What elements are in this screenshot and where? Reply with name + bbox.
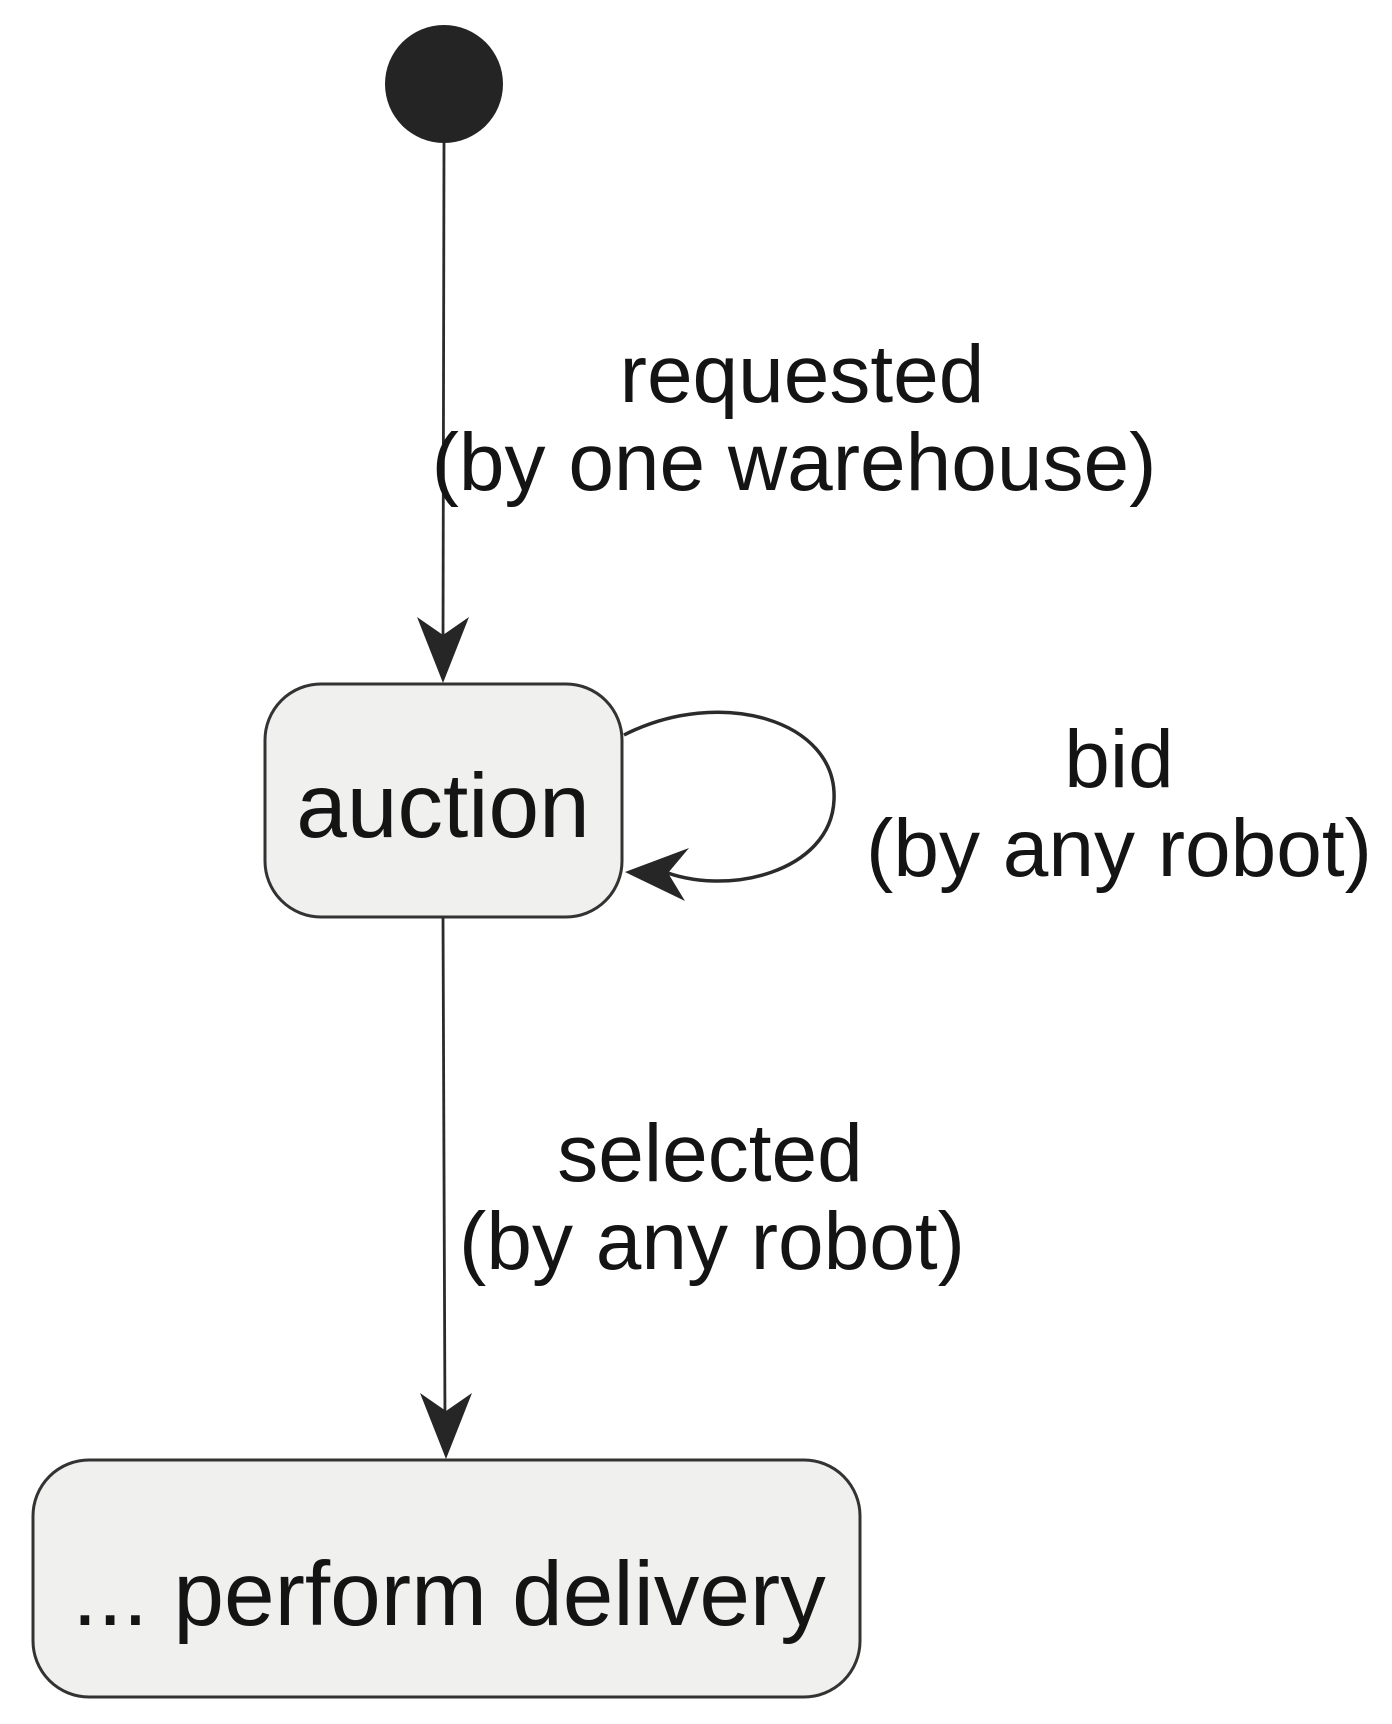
arrowhead-down-icon: [420, 1393, 472, 1459]
arrowhead-down-icon: [417, 617, 469, 683]
state-perform-delivery: ... perform delivery: [31, 1458, 862, 1699]
self-loop-bid-path: [623, 710, 836, 883]
transition-requested-line: [441, 142, 446, 649]
transition-selected-label-line1: selected: [557, 1108, 862, 1199]
initial-state-node: [385, 25, 503, 143]
state-auction-label: auction: [296, 756, 589, 857]
transition-selected-line: [441, 916, 447, 1425]
state-auction: auction: [263, 682, 624, 919]
transition-bid-label-line2: (by any robot): [866, 803, 1372, 894]
state-perform-delivery-label: ... perform delivery: [72, 1544, 826, 1645]
transition-bid-label-line1: bid: [1064, 714, 1173, 805]
transition-requested-label-line2: (by one warehouse): [432, 417, 1157, 508]
state-perform-delivery-node: [31, 1458, 862, 1699]
transition-selected-label-line2: (by any robot): [459, 1196, 965, 1287]
arrowhead-left-icon: [625, 848, 689, 901]
transition-requested-label-line1: requested: [620, 329, 985, 420]
